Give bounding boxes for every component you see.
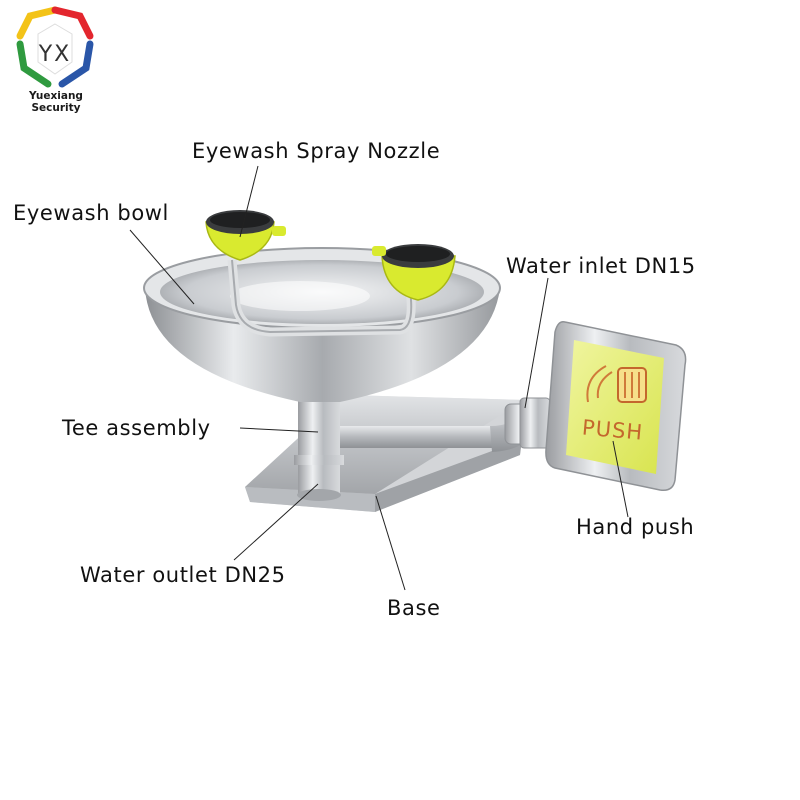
logo-initials: YX: [38, 42, 72, 67]
label-water-inlet: Water inlet DN15: [506, 254, 696, 278]
logo-shield-icon: [16, 6, 94, 88]
label-water-outlet: Water outlet DN25: [80, 563, 286, 587]
leader-tee: [239, 427, 319, 433]
tee-stem: [294, 400, 344, 501]
label-base: Base: [387, 596, 441, 620]
leader-water-outlet: [233, 483, 319, 561]
label-hand-push: Hand push: [576, 515, 695, 539]
brand-logo: YX Yuexiang Security: [0, 0, 112, 114]
base-plate: [245, 395, 525, 512]
leader-water-inlet: [524, 277, 549, 409]
spray-nozzle-left: [205, 210, 286, 261]
leader-spray-nozzle: [239, 165, 259, 238]
label-eyewash-bowl: Eyewash bowl: [13, 201, 169, 225]
brand-name: Yuexiang Security: [29, 90, 83, 114]
push-text: PUSH: [581, 415, 644, 444]
inlet-pipe: [335, 397, 551, 452]
label-tee-assembly: Tee assembly: [62, 416, 211, 440]
leader-lines: [129, 165, 629, 591]
leader-bowl: [129, 229, 195, 305]
leader-base: [375, 495, 406, 591]
hand-push-icon: [586, 365, 647, 403]
label-spray-nozzle: Eyewash Spray Nozzle: [192, 139, 441, 163]
spray-nozzle-right: [372, 244, 456, 301]
push-plate: PUSH: [545, 320, 687, 492]
leader-hand-push: [612, 440, 629, 518]
